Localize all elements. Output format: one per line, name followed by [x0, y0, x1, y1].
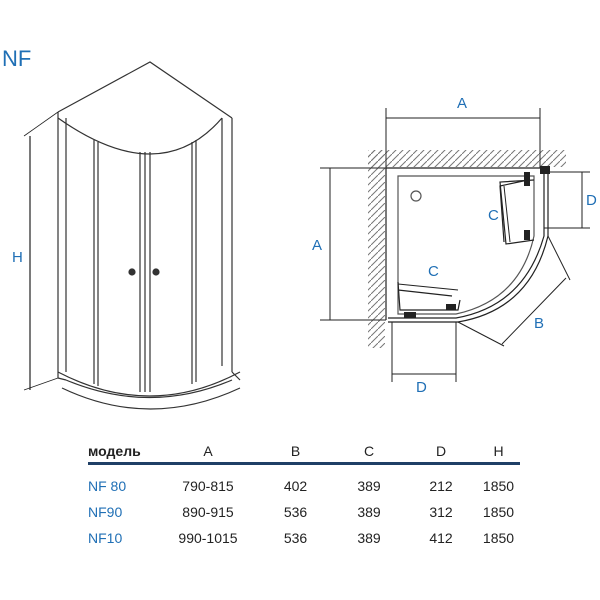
handle-icon	[152, 268, 160, 276]
d-cell: 212	[429, 478, 453, 494]
a-cell: 790-815	[182, 478, 234, 494]
c-cell: 389	[357, 504, 381, 520]
wall-left	[368, 150, 385, 348]
dimension-c-bottom-label: C	[428, 263, 439, 280]
brand-title: NF	[2, 46, 32, 71]
a-cell: 990-1015	[178, 530, 238, 546]
b-cell: 536	[283, 530, 308, 546]
header-model: модель	[88, 440, 158, 465]
wall-top	[368, 150, 566, 167]
table-row: NF90 890-915 536 389 312 1850	[88, 499, 520, 525]
table-row: NF 80 790-815 402 389 212 1850	[88, 473, 520, 499]
dimension-d-right-label: D	[586, 192, 597, 209]
roof-curve	[57, 117, 223, 155]
header-b: B	[258, 440, 333, 465]
c-cell: 389	[357, 478, 381, 494]
header-a: A	[158, 440, 258, 465]
dimension-c-right-label: C	[488, 207, 499, 224]
b-cell: 402	[283, 478, 308, 494]
d-cell: 312	[429, 504, 453, 520]
tray-outline	[57, 371, 241, 397]
model-cell: NF 80	[88, 478, 127, 494]
dimension-d-bottom-label: D	[416, 379, 427, 396]
roof-outline	[57, 61, 233, 119]
h-cell: 1850	[482, 504, 515, 520]
h-cell: 1850	[482, 478, 515, 494]
shower-enclosure-drawing: H	[12, 61, 597, 410]
drain-icon	[410, 190, 422, 202]
header-c: C	[333, 440, 405, 465]
header-d: D	[405, 440, 477, 465]
perspective-view	[23, 61, 241, 410]
d-cell: 412	[429, 530, 453, 546]
model-cell: NF90	[88, 504, 123, 520]
height-label: H	[12, 249, 23, 266]
spec-table: модель A B C D H NF 80 790-815 402 389 2…	[88, 440, 520, 551]
table-row: NF10 990-1015 536 389 412 1850	[88, 525, 520, 551]
dimension-a-left-label: A	[312, 237, 322, 254]
model-cell: NF10	[88, 530, 123, 546]
dimension-a-top-label: A	[457, 95, 467, 112]
table-header-row: модель A B C D H	[88, 440, 520, 465]
handle-icon	[128, 268, 136, 276]
a-cell: 890-915	[182, 504, 234, 520]
dimension-b-label: B	[534, 315, 544, 332]
c-cell: 389	[357, 530, 381, 546]
b-cell: 536	[283, 504, 308, 520]
header-h: H	[477, 440, 520, 465]
h-cell: 1850	[482, 530, 515, 546]
plan-view	[320, 108, 590, 382]
